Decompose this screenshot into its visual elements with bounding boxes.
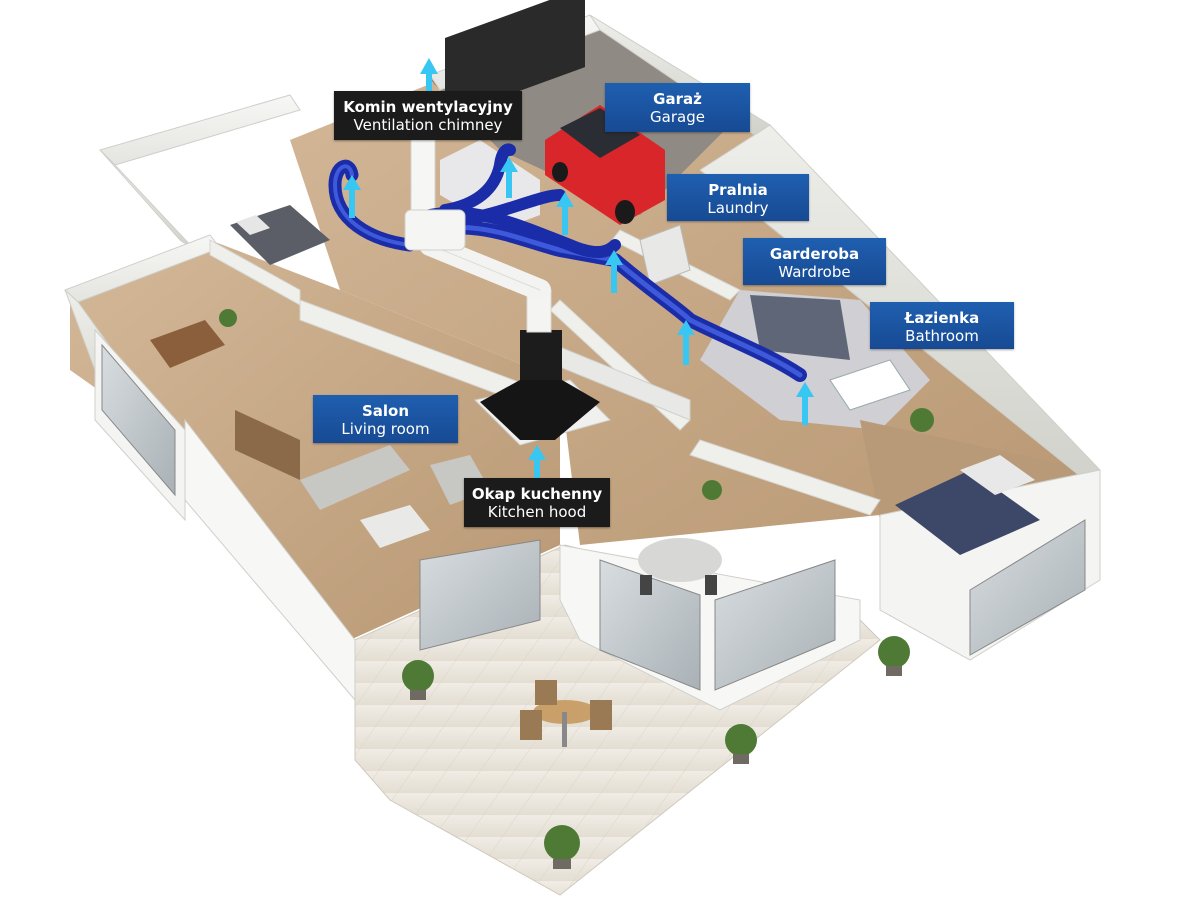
window-dining [599, 559, 701, 691]
label-living-room: Salon Living room [313, 395, 458, 443]
arrow-laundry [556, 192, 574, 235]
label-living-room-en: Living room [341, 420, 430, 438]
label-chimney-pl: Komin wentylacyjny [343, 98, 513, 116]
car-icon [545, 105, 665, 225]
duct-hub [404, 209, 466, 251]
label-bathroom-pl: Łazienka [904, 309, 980, 327]
patio-table [520, 680, 612, 747]
arrow-wardrobe [605, 250, 623, 293]
shower-glass [750, 295, 850, 360]
bed-right [895, 470, 1040, 555]
wall-partition-4 [209, 239, 301, 306]
label-garage-en: Garage [650, 108, 705, 126]
label-kitchen-hood-en: Kitchen hood [487, 503, 587, 521]
sofa-icon [300, 445, 410, 510]
wall-partition-3 [689, 439, 881, 516]
arrow-bathroom-1 [677, 320, 695, 365]
bookshelf [235, 410, 300, 480]
label-kitchen-hood: Okap kuchenny Kitchen hood [464, 478, 610, 527]
window-living [419, 539, 541, 651]
arrow-bedroom [343, 175, 361, 218]
ventilation-ducts [328, 143, 807, 382]
label-garage: Garaż Garage [605, 83, 750, 132]
label-ventilation-chimney: Komin wentylacyjny Ventilation chimney [334, 91, 522, 140]
label-wardrobe-pl: Garderoba [769, 245, 860, 263]
duct-garage [439, 143, 516, 216]
plant-pots [410, 666, 902, 869]
washing-machine [639, 224, 691, 286]
desk [150, 320, 225, 368]
label-bathroom: Łazienka Bathroom [870, 302, 1014, 349]
arrow-garage [500, 157, 518, 198]
label-laundry-pl: Pralnia [708, 181, 768, 199]
airflow-arrow-icon [343, 58, 814, 488]
coffee-table [360, 505, 430, 548]
dining-table-icon [638, 538, 722, 595]
label-bathroom-en: Bathroom [905, 327, 979, 345]
duct-laundry [454, 189, 566, 226]
bathtub [829, 359, 911, 411]
arrow-kitchen-hood [528, 445, 546, 488]
label-laundry: Pralnia Laundry [667, 174, 809, 221]
wall-front-living [184, 418, 356, 702]
label-wardrobe-en: Wardrobe [778, 263, 851, 281]
wall-bedroom-back [99, 94, 301, 166]
label-living-room-pl: Salon [361, 402, 410, 420]
plant-icon [219, 309, 934, 861]
label-kitchen-hood-pl: Okap kuchenny [471, 485, 603, 503]
window-dining-2 [714, 559, 836, 691]
label-laundry-en: Laundry [707, 199, 769, 217]
window-front-left [101, 343, 176, 497]
window-front-right [969, 519, 1086, 656]
wall-bedroom-left [99, 149, 196, 251]
label-garage-pl: Garaż [653, 90, 702, 108]
garage-door [445, 0, 585, 119]
arrow-bathroom-2 [796, 382, 814, 425]
label-wardrobe: Garderoba Wardrobe [743, 238, 886, 285]
label-chimney-en: Ventilation chimney [353, 116, 503, 134]
arrow-chimney [420, 58, 438, 98]
